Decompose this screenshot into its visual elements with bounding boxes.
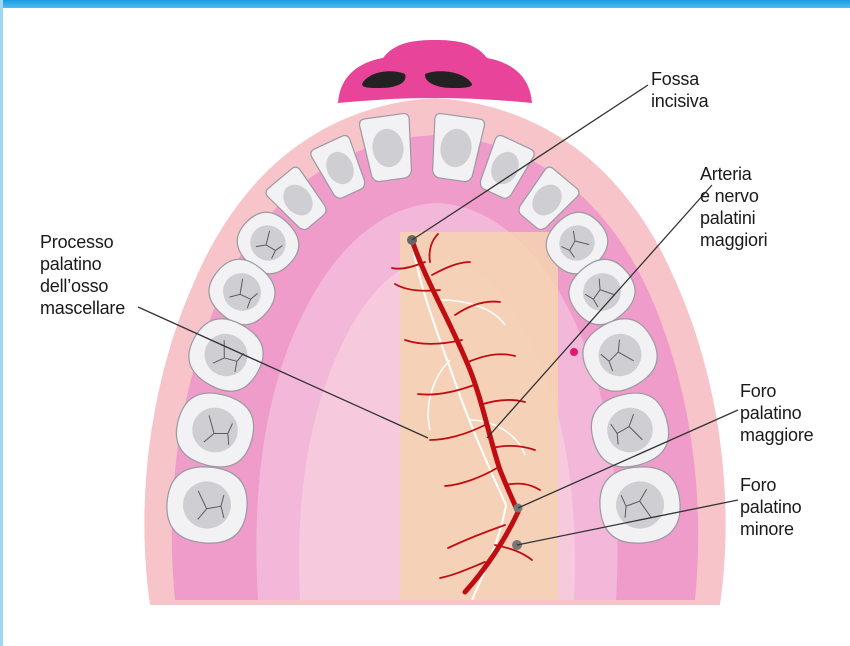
palatine-process-area (400, 232, 558, 600)
pink-marker-dot (570, 348, 578, 356)
label-fossa-incisiva: Fossa incisiva (651, 68, 708, 112)
upper-lip (338, 40, 532, 103)
label-foro-minore: Foro palatino minore (740, 474, 801, 540)
label-processo-palatino: Processo palatino dell’osso mascellare (40, 231, 125, 319)
label-foro-maggiore: Foro palatino maggiore (740, 380, 813, 446)
label-arteria-nervo: Arteria e nervo palatini maggiori (700, 163, 767, 251)
